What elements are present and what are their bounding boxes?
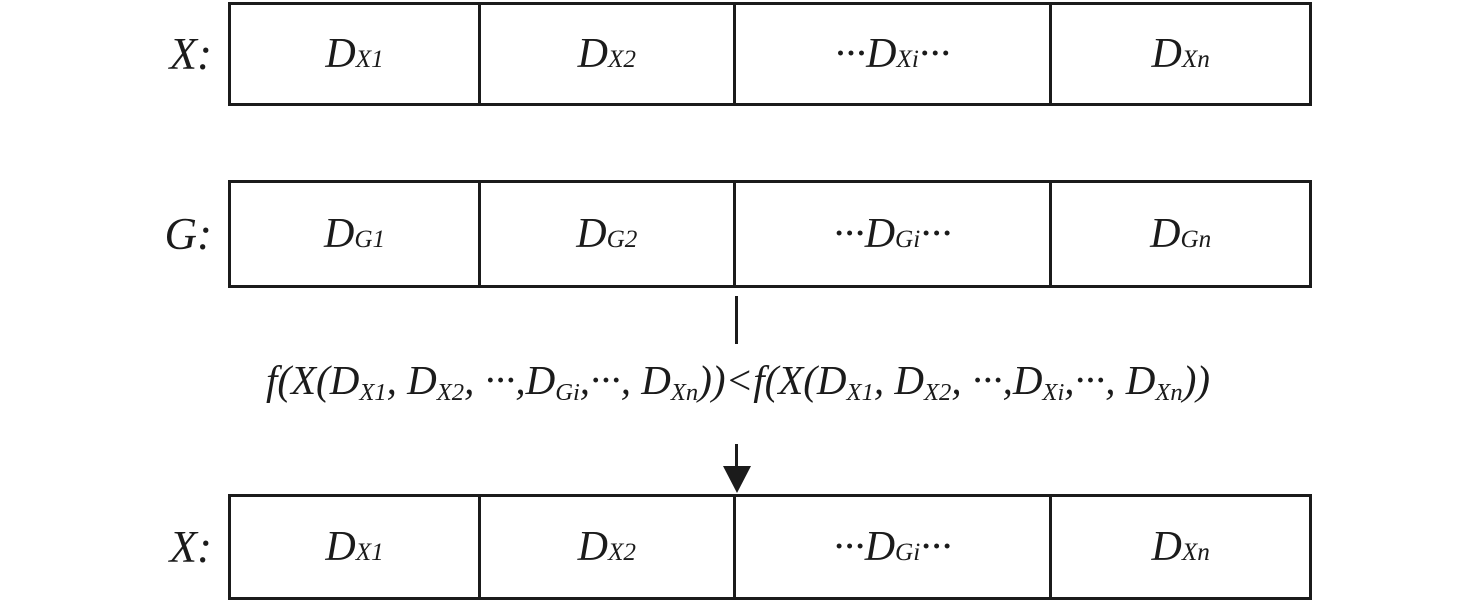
formula-subscript: X2	[436, 379, 465, 407]
formula-subscript: Xn	[1155, 379, 1183, 407]
formula-text: , ···,D	[464, 357, 556, 403]
cell-base: D	[864, 524, 896, 570]
formula-text: ,···, D	[1064, 357, 1156, 403]
formula-subscript: Gi	[555, 379, 580, 407]
formula-text: ,···, D	[579, 357, 671, 403]
row-label-x-bottom: X:	[0, 494, 212, 600]
formula-text: ))<f(X(D	[698, 357, 847, 403]
cell-base: D	[1150, 211, 1181, 257]
formula-subscript: X2	[923, 379, 952, 407]
cell-suffix: ···	[920, 211, 952, 257]
cell-base: D	[325, 524, 356, 570]
cell-base: D	[866, 31, 897, 77]
formula-text: , ···,D	[951, 357, 1043, 403]
row-label-text: X:	[169, 522, 212, 572]
cell-suffix: ···	[920, 524, 952, 570]
formula-text: , D	[873, 357, 924, 403]
cell-base: D	[1151, 31, 1182, 77]
cell-base: D	[323, 211, 355, 257]
cell-base: D	[577, 524, 608, 570]
row-label-g: G:	[0, 180, 212, 288]
cell-prefix: ···	[833, 524, 865, 570]
row-label-text: G:	[164, 209, 212, 259]
formula-subscript: Xn	[670, 379, 699, 407]
fitness-comparison-formula: f(X(DX1, DX2, ···,DGi,···, DXn))<f(X(DX1…	[0, 356, 1476, 407]
cell-base: D	[864, 211, 896, 257]
formula-subscript: Xi	[1042, 379, 1065, 407]
down-arrow-shaft	[735, 444, 738, 472]
connector-line	[735, 296, 738, 344]
row-label-x-top: X:	[0, 2, 212, 106]
row-label-text: X:	[169, 29, 212, 79]
cell-base: D	[325, 31, 356, 77]
formula-text: , D	[386, 357, 437, 403]
cell-base: D	[576, 211, 607, 257]
formula-subscript: X1	[359, 379, 387, 407]
cell-prefix: ···	[833, 211, 865, 257]
down-arrow-icon	[723, 466, 751, 493]
cell-base: D	[1151, 524, 1182, 570]
cell-prefix: ···	[834, 31, 867, 77]
cell-base: D	[577, 31, 608, 77]
formula-subscript: X1	[846, 379, 874, 407]
formula-text: f(X(D	[265, 357, 360, 403]
formula-text: ))	[1182, 357, 1211, 403]
cell-suffix: ···	[918, 31, 951, 77]
